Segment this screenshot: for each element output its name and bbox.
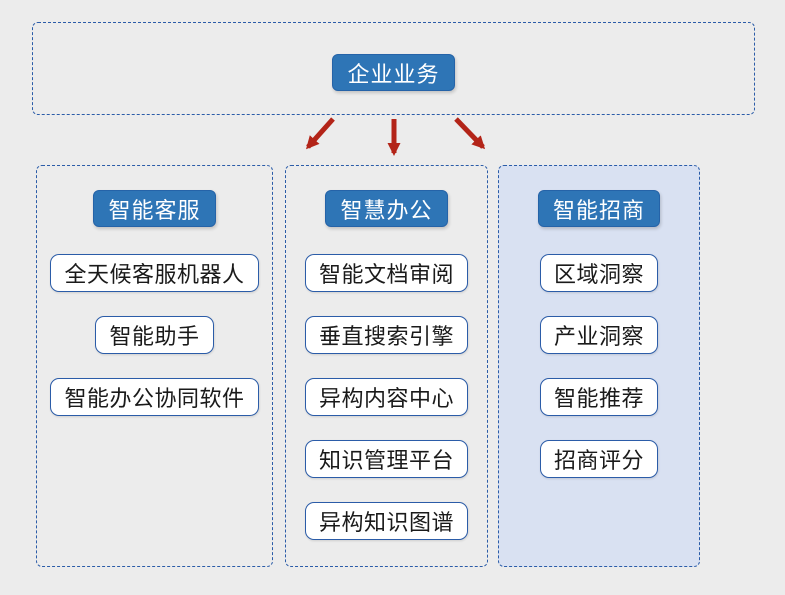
arrow-to-smart-investment-icon [454,117,486,150]
item-smart-office-3[interactable]: 知识管理平台 [304,440,468,478]
arrow-to-smart-customer-service-icon [306,117,335,150]
root-node-button[interactable]: 企业业务 [332,54,455,91]
column-smart-investment: 智能招商区域洞察产业洞察智能推荐招商评分 [498,165,700,567]
column-header-smart-office[interactable]: 智慧办公 [325,190,448,227]
item-smart-investment-0[interactable]: 区域洞察 [539,254,658,292]
item-smart-office-4[interactable]: 异构知识图谱 [304,502,468,540]
column-smart-office: 智慧办公智能文档审阅垂直搜索引擎异构内容中心知识管理平台异构知识图谱 [285,165,488,567]
item-smart-investment-2[interactable]: 智能推荐 [539,378,658,416]
column-header-smart-customer-service[interactable]: 智能客服 [93,190,216,227]
root-container: 企业业务 [32,22,755,115]
column-header-smart-investment[interactable]: 智能招商 [537,190,660,227]
column-smart-customer-service: 智能客服全天候客服机器人智能助手智能办公协同软件 [36,165,273,567]
item-smart-customer-service-2[interactable]: 智能办公协同软件 [50,378,259,416]
item-smart-office-2[interactable]: 异构内容中心 [304,378,468,416]
item-smart-office-1[interactable]: 垂直搜索引擎 [304,316,468,354]
item-smart-office-0[interactable]: 智能文档审阅 [304,254,468,292]
item-smart-investment-3[interactable]: 招商评分 [539,440,658,478]
item-smart-customer-service-1[interactable]: 智能助手 [95,316,214,354]
item-smart-customer-service-0[interactable]: 全天候客服机器人 [50,254,259,292]
item-smart-investment-1[interactable]: 产业洞察 [539,316,658,354]
fanout-arrows [306,117,486,156]
